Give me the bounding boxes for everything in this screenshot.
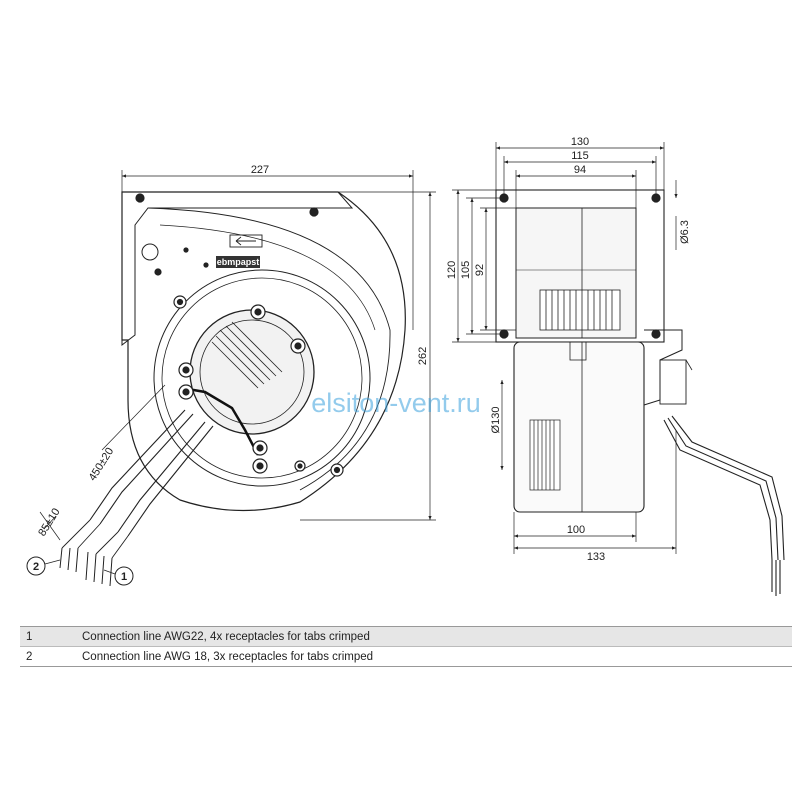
cable-bundle — [89, 409, 214, 537]
legend-table: 1 Connection line AWG22, 4x receptacles … — [20, 626, 792, 667]
watermark: elsiton-vent.ru — [311, 388, 481, 418]
hub-screws — [173, 295, 344, 477]
brand-label: ebmpapst — [217, 257, 260, 267]
dim-94: 94 — [574, 164, 586, 176]
dim-dia-130: Ø130 — [490, 407, 502, 434]
technical-drawing: 227 262 450±20 85±10 2 1 — [26, 136, 785, 596]
svg-text:1: 1 — [121, 571, 127, 583]
dim-92: 92 — [474, 264, 486, 276]
dim-120: 120 — [446, 261, 458, 279]
side-dimensions — [452, 142, 678, 554]
mounting-flange — [121, 191, 354, 347]
dim-133: 133 — [587, 551, 605, 563]
dim-262: 262 — [417, 347, 429, 365]
impeller-outer-ring — [153, 269, 371, 487]
dim-105: 105 — [460, 261, 472, 279]
dim-227: 227 — [251, 164, 269, 176]
dim-100: 100 — [567, 524, 585, 536]
legend-number: 2 — [26, 650, 33, 663]
front-dimensions — [39, 170, 436, 541]
side-impeller — [529, 419, 561, 491]
callout-2: 2 — [26, 556, 61, 576]
legend-row: 2 Connection line AWG 18, 3x receptacles… — [20, 646, 792, 666]
svg-text:2: 2 — [33, 561, 39, 573]
legend-number: 1 — [26, 630, 33, 643]
side-motor-fins — [539, 289, 621, 331]
side-cables — [663, 415, 785, 596]
dim-hole-6-3: Ø6.3 — [679, 220, 691, 244]
front-view — [59, 191, 406, 587]
volute-housing — [121, 191, 406, 512]
dim-450: 450±20 — [87, 446, 117, 483]
dim-85: 85±10 — [36, 506, 62, 538]
side-view — [495, 189, 785, 596]
legend-row: 1 Connection line AWG22, 4x receptacles … — [20, 627, 792, 646]
cable-ends — [59, 519, 129, 587]
dim-115: 115 — [571, 150, 589, 162]
wiring-trace — [181, 386, 260, 456]
legend-description: Connection line AWG 18, 3x receptacles f… — [82, 650, 374, 663]
callout-1: 1 — [103, 566, 134, 586]
hub-fins — [211, 321, 283, 389]
dim-130: 130 — [571, 136, 589, 148]
legend-description: Connection line AWG22, 4x receptacles fo… — [82, 630, 370, 643]
